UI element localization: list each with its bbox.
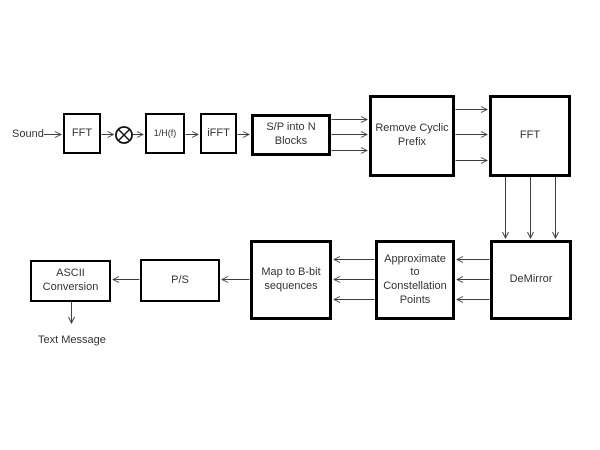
block-fft-1: FFT [63, 113, 101, 154]
block-remove-cyclic-prefix: Remove Cyclic Prefix [369, 95, 455, 177]
multiplier-icon [115, 126, 133, 144]
block-fft-2: FFT [489, 95, 571, 177]
block-map-bbit: Map to B-bit sequences [250, 240, 332, 320]
block-parallel-to-serial: P/S [140, 259, 220, 302]
source-label: Sound [12, 128, 44, 140]
block-serial-to-parallel: S/P into N Blocks [251, 114, 331, 156]
block-demirror: DeMirror [490, 240, 572, 320]
block-ascii-conversion: ASCII Conversion [30, 260, 111, 302]
block-inverse-channel: 1/H(f) [145, 113, 185, 154]
output-label: Text Message [38, 334, 106, 346]
block-ifft: iFFT [200, 113, 237, 154]
block-approximate-constellation: Approximate to Constellation Points [375, 240, 455, 320]
